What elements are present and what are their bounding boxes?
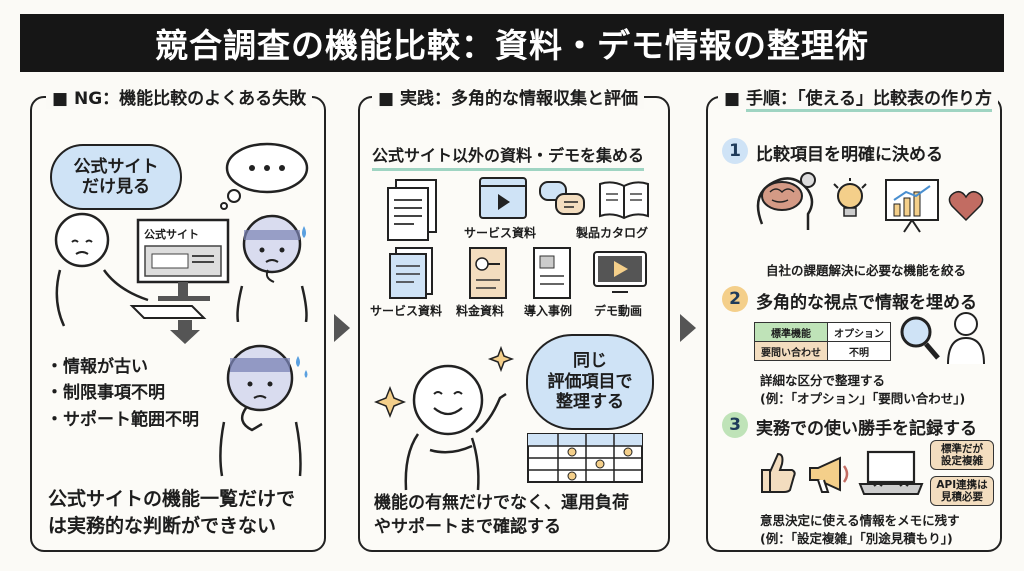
note-tag-api-quote: API連携は 見積必要	[930, 476, 994, 507]
ng-panel-heading: ■ NG：機能比較のよくある失敗	[46, 84, 313, 109]
speech-bubble-same-criteria: 同じ評価項目で整理する	[526, 334, 654, 430]
failure-bullet-list: ・情報が古い ・制限事項不明 ・サポート範囲不明	[46, 354, 199, 433]
smiling-pointing-person-icon	[373, 345, 515, 491]
bullet-outdated: ・情報が古い	[46, 357, 148, 377]
brain-gear-icon	[756, 172, 816, 230]
cell-standard-feature: 標準機能	[754, 322, 828, 342]
flow-arrow-icon	[680, 314, 696, 342]
case-study-document-icon	[533, 247, 571, 299]
chat-bubbles-icon	[539, 181, 585, 215]
step-1-title: 比較項目を明確に決める	[756, 145, 943, 165]
step-2-number: 2	[722, 286, 748, 312]
label-service-docs-top: サービス資料	[464, 226, 537, 240]
page-title: 競合調査の機能比較：資料・デモ情報の整理術	[20, 14, 1004, 72]
down-arrow-icon	[170, 320, 200, 344]
person-outline-icon	[947, 312, 985, 365]
steps-panel: ■ 手順：「使える」比較表の作り方 1 比較項目を明確に決める 自社の課題解決に…	[706, 84, 1002, 552]
label-product-catalog: 製品カタログ	[576, 226, 649, 240]
speech-bubble-official-only: 公式サイトだけ見る	[50, 144, 182, 210]
practice-panel-heading: ■ 実践：多角的な情報収集と評価	[372, 84, 644, 109]
practice-panel: ■ 実践：多角的な情報収集と評価 公式サイト以外の資料・デモを集める サービス資…	[358, 84, 670, 552]
documents-stack-icon	[387, 179, 437, 241]
ng-conclusion: 公式サイトの機能一覧だけで は実務的な判断ができない	[48, 488, 296, 537]
magnifier-icon	[900, 316, 940, 360]
video-window-icon	[479, 177, 527, 219]
cell-inquiry-required: 要問い合わせ	[754, 341, 828, 361]
open-catalog-icon	[599, 181, 649, 220]
chart-board-icon	[885, 179, 939, 233]
laptop-typing-icon	[858, 450, 924, 495]
bullet-support-unknown: ・サポート範囲不明	[46, 409, 199, 430]
cell-unknown: 不明	[827, 341, 891, 361]
confused-person-at-computer-icon	[54, 212, 230, 327]
pricing-document-icon	[469, 247, 507, 299]
label-service-docs: サービス資料	[370, 304, 443, 318]
label-demo-videos: デモ動画	[594, 304, 643, 318]
demo-video-icon	[593, 251, 647, 293]
step-1-number: 1	[722, 138, 748, 164]
bullet-limits-unknown: ・制限事項不明	[46, 383, 165, 404]
worried-person-icon	[236, 214, 308, 322]
cell-option: オプション	[827, 322, 891, 342]
step-3-number: 3	[722, 412, 748, 438]
ng-panel: ■ NG：機能比較のよくある失敗 公式サイトだけ見る 公式サイト	[30, 84, 326, 552]
thought-bubble-icon	[220, 142, 309, 210]
thinking-person-icon	[219, 344, 308, 477]
flow-arrow-icon	[334, 314, 350, 342]
note-tag-setup-complex: 標準だが 設定複雑	[930, 440, 994, 471]
step-3-title: 実務での使い勝手を記録する	[756, 419, 977, 439]
steps-panel-heading: ■ 手順：「使える」比較表の作り方	[718, 84, 998, 112]
step-2-description: 詳細な区分で整理する (例：「オプション」「要問い合わせ」)	[760, 373, 966, 406]
thumbs-up-icon	[761, 452, 796, 493]
megaphone-icon	[809, 456, 849, 493]
heart-icon	[948, 190, 984, 222]
collect-materials-subtitle: 公式サイト以外の資料・デモを集める	[372, 142, 645, 171]
label-pricing-docs: 料金資料	[456, 304, 505, 318]
practice-conclusion: 機能の有無だけでなく、運用負荷 やサポートまで確認する	[374, 493, 629, 537]
step-1-description: 自社の課題解決に必要な機能を絞る	[766, 263, 967, 278]
service-document-icon	[389, 247, 433, 299]
classification-table: 標準機能 オプション 要問い合わせ 不明	[754, 322, 891, 361]
lightbulb-icon	[833, 178, 867, 217]
evaluation-grid-icon	[527, 433, 643, 483]
screen-label-official-site: 公式サイト	[144, 228, 199, 241]
step-3-description: 意思決定に使える情報をメモに残す (例：「設定複雑」「別途見積もり」)	[760, 513, 960, 546]
step-2-title: 多角的な視点で情報を埋める	[756, 293, 977, 313]
label-case-studies: 導入事例	[524, 304, 573, 318]
